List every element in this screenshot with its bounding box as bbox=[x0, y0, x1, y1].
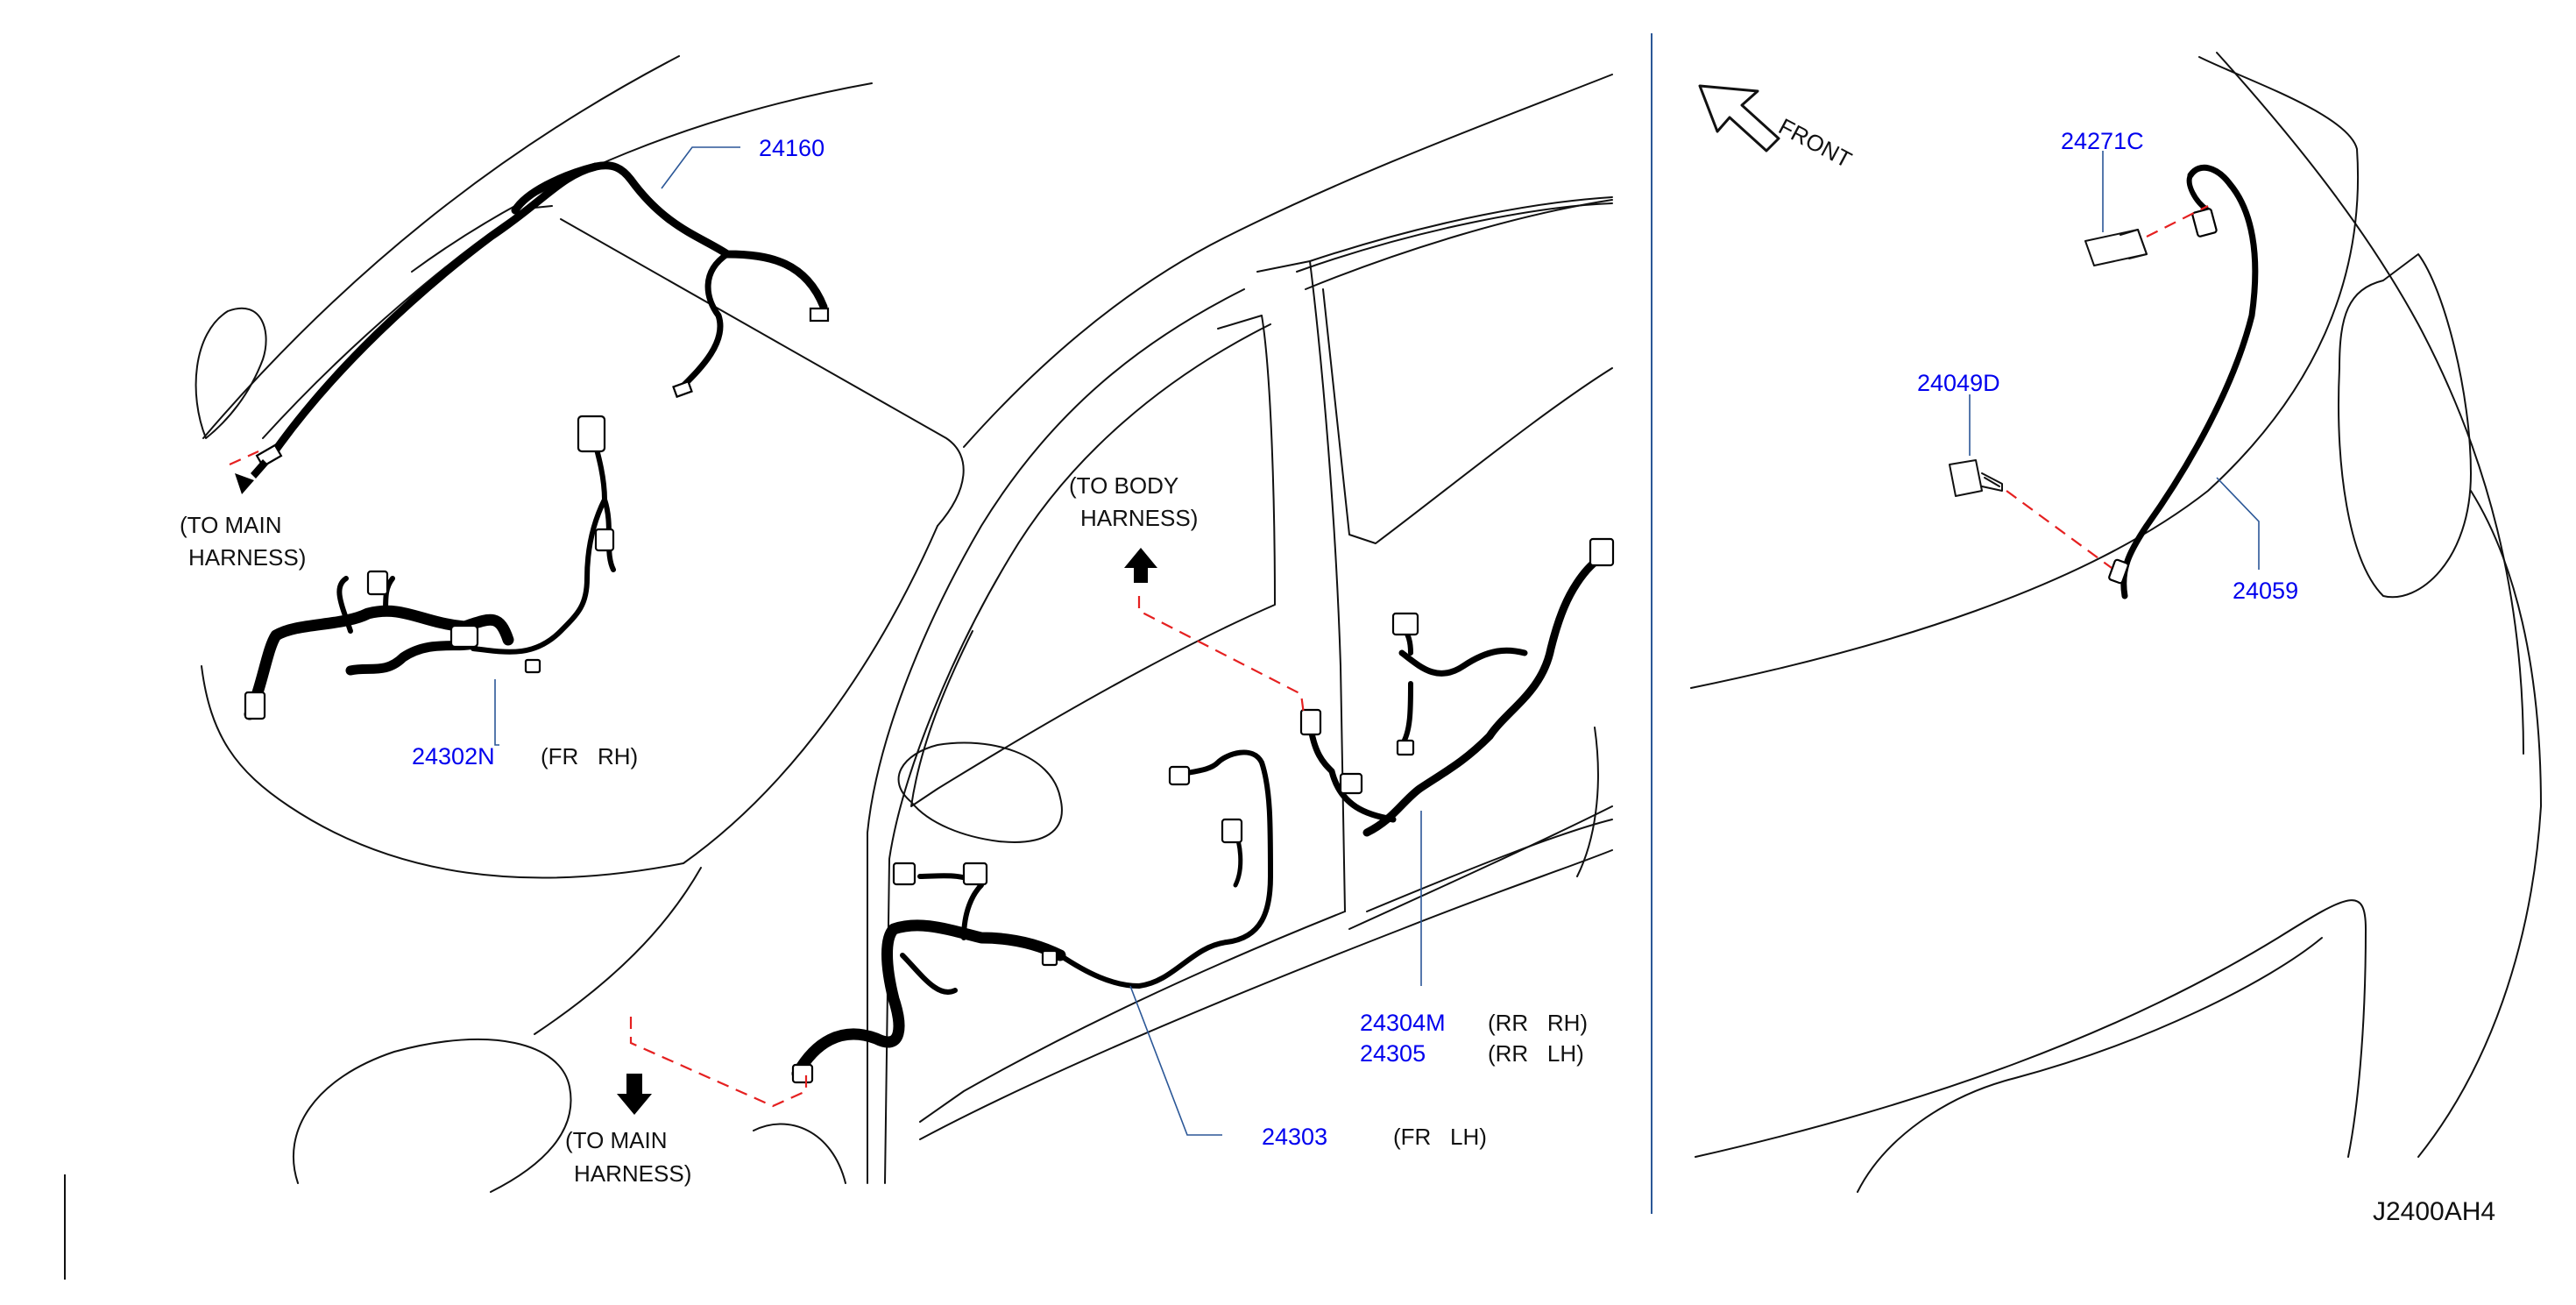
note-to-main-harness-2-line2: HARNESS) bbox=[574, 1160, 691, 1187]
arrow-down-icon bbox=[617, 1074, 652, 1115]
clip-24271c[interactable] bbox=[2084, 229, 2148, 266]
car-body-outline bbox=[195, 55, 1613, 1193]
arrow-down-left-icon bbox=[235, 459, 268, 494]
callout-24049d[interactable]: 24049D bbox=[1917, 370, 2000, 396]
callout-24059[interactable]: 24059 bbox=[2233, 578, 2298, 604]
callout-24302n[interactable]: 24302N bbox=[412, 743, 495, 770]
bolt-24049d[interactable] bbox=[1949, 459, 2003, 497]
leader-lines bbox=[494, 146, 2260, 1136]
callout-24303[interactable]: 24303 bbox=[1262, 1124, 1327, 1150]
note-to-body-harness-line2: HARNESS) bbox=[1080, 505, 1198, 531]
note-to-main-harness-2-line1: (TO MAIN bbox=[565, 1127, 668, 1153]
harness-24059[interactable] bbox=[2108, 164, 2259, 599]
harness-24302n[interactable] bbox=[244, 415, 616, 720]
dashed-guides bbox=[229, 205, 2209, 1108]
harness-24303[interactable] bbox=[791, 749, 1273, 1084]
callout-24160[interactable]: 24160 bbox=[759, 135, 824, 161]
callout-24271c[interactable]: 24271C bbox=[2061, 128, 2144, 154]
rear-body-outline bbox=[1690, 52, 2542, 1193]
note-to-body-harness-line1: (TO BODY bbox=[1069, 472, 1178, 499]
note-24302n: (FR RH) bbox=[541, 743, 638, 770]
note-24303: (FR LH) bbox=[1393, 1124, 1487, 1150]
diagram-id: J2400AH4 bbox=[2373, 1197, 2495, 1226]
harness-24160[interactable] bbox=[255, 161, 830, 468]
arrow-up-icon bbox=[1124, 548, 1157, 583]
direction-label: FRONT bbox=[1774, 113, 1856, 174]
note-to-main-harness-1-line2: HARNESS) bbox=[188, 544, 306, 571]
note-24304m: (RR RH) bbox=[1488, 1010, 1588, 1036]
harness-24304m[interactable] bbox=[1299, 537, 1615, 837]
callout-24304m[interactable]: 24304M bbox=[1360, 1010, 1446, 1036]
callout-24305[interactable]: 24305 bbox=[1360, 1040, 1426, 1067]
note-to-main-harness-1-line1: (TO MAIN bbox=[180, 512, 282, 538]
outline-arrow-icon bbox=[1698, 84, 1780, 152]
note-24305: (RR LH) bbox=[1488, 1040, 1584, 1067]
labels: FRONT 24160 (TO MAIN HARNESS) 24302N (FR… bbox=[180, 113, 2495, 1226]
